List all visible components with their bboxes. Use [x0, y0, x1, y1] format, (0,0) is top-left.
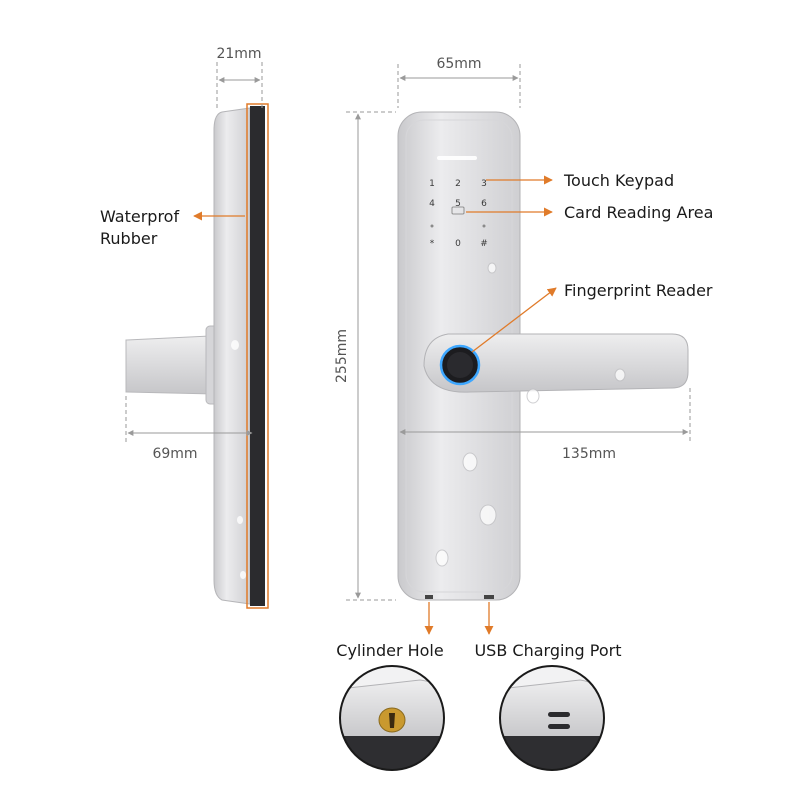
- depth-dimension-label: 21mm: [216, 46, 261, 62]
- touch-keypad-label: Touch Keypad: [563, 171, 674, 190]
- touch-keypad-callout: Touch Keypad: [486, 171, 674, 190]
- handle-dimension-label: 135mm: [562, 446, 616, 462]
- usb-port-detail: [499, 665, 605, 771]
- spindle-dimension: 69mm: [125, 396, 253, 462]
- waterproof-callout: Waterprof Rubber: [100, 207, 245, 248]
- usb-port-marker: [484, 595, 494, 599]
- waterproof-rubber-strip: [250, 106, 265, 606]
- spindle-dimension-label: 69mm: [152, 446, 197, 462]
- waterproof-label-line2: Rubber: [100, 229, 158, 248]
- key-5[interactable]: 5: [455, 199, 461, 209]
- side-body: [213, 107, 251, 605]
- width-dimension-label: 65mm: [436, 56, 481, 72]
- side-view: [125, 103, 269, 609]
- card-reading-label: Card Reading Area: [564, 203, 713, 222]
- height-dimension: 255mm: [334, 111, 396, 601]
- front-view: 1 2 3 4 5 6 * 0 #: [397, 111, 689, 601]
- key-4[interactable]: 4: [429, 199, 435, 209]
- fingerprint-callout: Fingerprint Reader: [471, 281, 713, 353]
- key-hash[interactable]: #: [480, 239, 488, 249]
- cylinder-hole-detail: [339, 665, 445, 771]
- waterproof-label-line1: Waterprof: [100, 207, 179, 226]
- usb-port-label: USB Charging Port: [474, 641, 621, 660]
- keypad: 1 2 3 4 5 6 * 0 #: [429, 179, 488, 249]
- key-6[interactable]: 6: [481, 199, 487, 209]
- width-dimension: 65mm: [397, 56, 521, 108]
- usb-slot: [548, 712, 570, 717]
- card-reader-icon: [451, 206, 465, 215]
- key-2[interactable]: 2: [455, 179, 461, 189]
- cylinder-hole-label: Cylinder Hole: [336, 641, 443, 660]
- cylinder-hole-marker: [425, 595, 433, 599]
- key-1[interactable]: 1: [429, 179, 435, 189]
- cylinder-hole-callout: Cylinder Hole: [336, 602, 444, 660]
- fingerprint-label: Fingerprint Reader: [564, 281, 713, 300]
- keypad-indicator-bar: [437, 156, 477, 160]
- key-3[interactable]: 3: [481, 179, 487, 189]
- side-spindle: [125, 335, 215, 395]
- depth-dimension: 21mm: [216, 46, 263, 108]
- usb-port-callout: USB Charging Port: [474, 602, 622, 660]
- handle-dimension: 135mm: [399, 388, 691, 462]
- key-star[interactable]: *: [430, 239, 435, 249]
- height-dimension-label: 255mm: [334, 329, 350, 383]
- card-reading-callout: Card Reading Area: [466, 203, 713, 222]
- key-0[interactable]: 0: [455, 239, 461, 249]
